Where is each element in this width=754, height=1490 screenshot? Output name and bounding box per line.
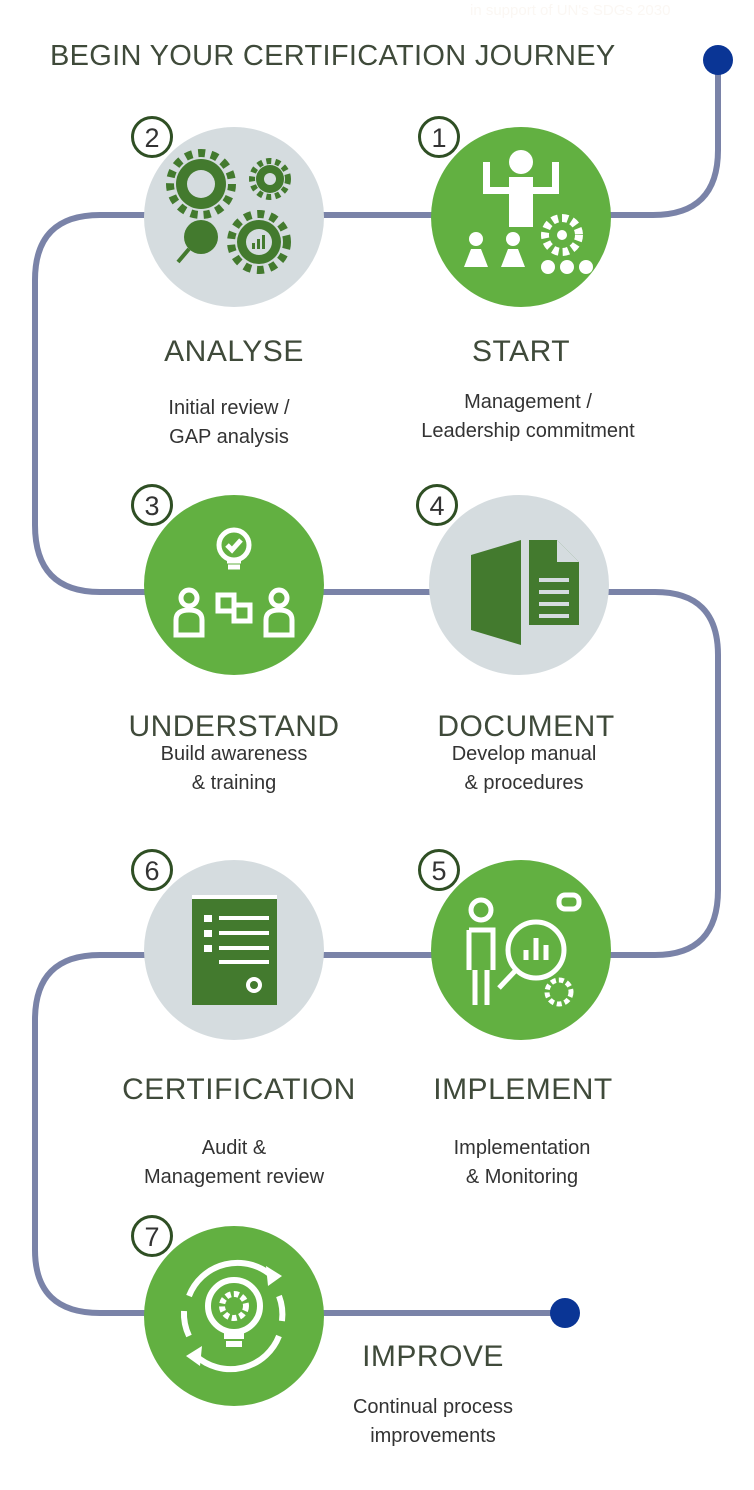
page-title: BEGIN YOUR CERTIFICATION JOURNEY xyxy=(50,40,616,72)
step-2-circle: 2 xyxy=(131,116,324,307)
start-dot xyxy=(703,45,733,75)
leadership-team-icon xyxy=(464,150,593,274)
desc-line: & training xyxy=(191,772,277,794)
desc-line: Audit & xyxy=(201,1137,267,1159)
step-1-badge: 1 xyxy=(418,116,460,158)
end-dot xyxy=(550,1298,580,1328)
step-2-desc: Initial review / GAP analysis xyxy=(79,394,379,452)
step-6-title: CERTIFICATION xyxy=(122,1073,356,1106)
desc-line: improvements xyxy=(370,1425,496,1447)
desc-line: Develop manual xyxy=(451,743,597,765)
desc-line: & procedures xyxy=(464,772,584,794)
step-5-desc: Implementation & Monitoring xyxy=(372,1134,672,1192)
step-4-circle: 4 xyxy=(416,484,609,675)
desc-line: Leadership commitment xyxy=(421,420,635,442)
desc-line: Implementation xyxy=(453,1137,591,1159)
step-6-circle: 6 xyxy=(131,849,324,1040)
step-7-desc: Continual process improvements xyxy=(283,1393,583,1451)
step-5-circle: 5 xyxy=(418,849,611,1040)
desc-line: GAP analysis xyxy=(169,426,289,448)
step-3-badge: 3 xyxy=(131,484,173,526)
step-7-title: IMPROVE xyxy=(362,1340,504,1373)
document-icon xyxy=(471,540,579,645)
step-3-desc: Build awareness & training xyxy=(84,740,384,798)
desc-line: Management / xyxy=(464,391,592,413)
step-5-title: IMPLEMENT xyxy=(433,1073,613,1106)
step-6-desc: Audit & Management review xyxy=(84,1134,384,1192)
step-5-badge: 5 xyxy=(418,849,460,891)
subtitle: in support of UN's SDGs 2030 xyxy=(470,2,671,19)
desc-line: Management review xyxy=(143,1166,325,1188)
idea-collaboration-icon xyxy=(173,527,295,638)
step-1-desc: Management / Leadership commitment xyxy=(378,388,678,446)
step-4-title: DOCUMENT xyxy=(437,710,615,743)
gears-analysis-icon xyxy=(166,149,291,274)
step-7-badge: 7 xyxy=(131,1215,173,1257)
step-2-title: ANALYSE xyxy=(164,335,304,368)
desc-line: Initial review / xyxy=(168,397,290,419)
step-1-circle: 1 xyxy=(418,116,611,307)
desc-line: Continual process xyxy=(352,1396,514,1418)
step-1-title: START xyxy=(471,335,571,368)
continuous-improvement-icon xyxy=(180,1259,286,1373)
step-3-title: UNDERSTAND xyxy=(128,710,340,743)
monitoring-analysis-icon xyxy=(466,892,582,1007)
certificate-icon xyxy=(192,895,277,1005)
step-3-circle: 3 xyxy=(131,484,324,675)
step-7-circle: 7 xyxy=(131,1215,324,1406)
step-6-badge: 6 xyxy=(131,849,173,891)
step-4-desc: Develop manual & procedures xyxy=(374,740,674,798)
step-4-badge: 4 xyxy=(416,484,458,526)
step-2-badge: 2 xyxy=(131,116,173,158)
desc-line: & Monitoring xyxy=(465,1166,579,1188)
desc-line: Build awareness xyxy=(160,743,308,765)
